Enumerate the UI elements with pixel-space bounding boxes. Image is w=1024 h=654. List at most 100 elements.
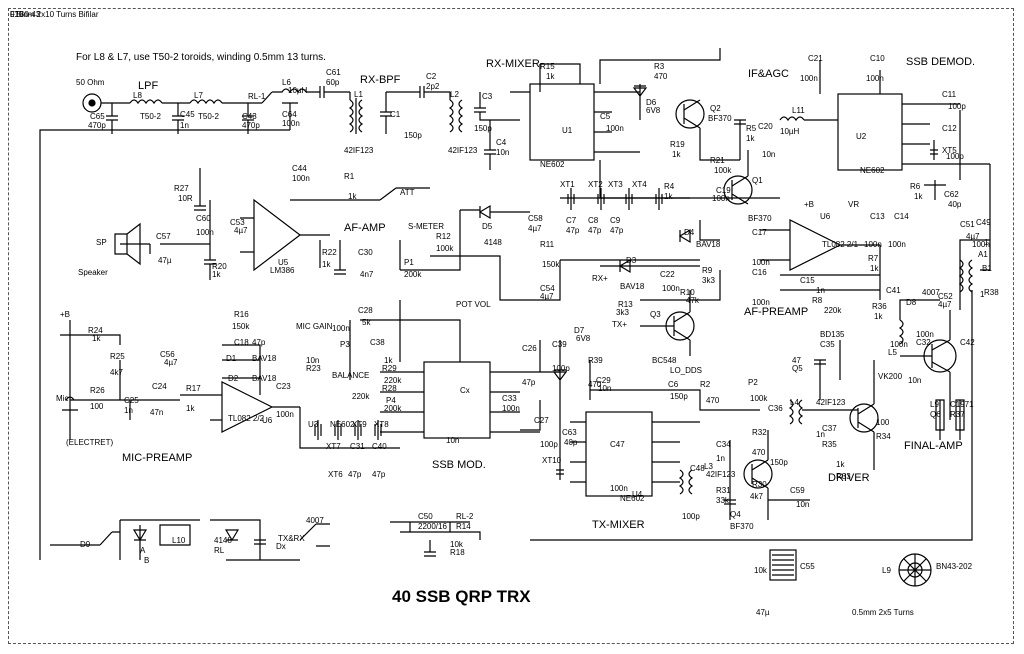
component-label: R18 (450, 548, 465, 557)
component-label: 1n (124, 406, 133, 415)
component-label: SP (96, 238, 107, 247)
component-label: 42IF123 (344, 146, 374, 155)
tx-mixer-heading: TX-MIXER (592, 519, 645, 531)
component-label: 100n (610, 484, 628, 493)
af-preamp-heading: AF-PREAMP (744, 306, 809, 318)
component-label: 470p (242, 121, 260, 130)
component-label: BF370 (708, 114, 732, 123)
component-label: 100n (292, 174, 310, 183)
component-label: T50-2 (198, 112, 219, 121)
component-label: 42IF123 (816, 398, 846, 407)
component-label: 47k (686, 296, 699, 305)
component-label: 1k (836, 460, 845, 469)
component-label: C36 (768, 404, 783, 413)
component-label: 1k (348, 192, 357, 201)
component-label: D8 (906, 298, 917, 307)
component-label: 10n (496, 148, 510, 157)
component-label: U5 (278, 258, 289, 267)
component-label: Q2 (710, 104, 721, 113)
component-label: 470 (752, 448, 766, 457)
component-label: 100k (750, 394, 768, 403)
component-label: BAV18 (620, 282, 645, 291)
component-label: 100n (866, 74, 884, 83)
component-label: C58 (528, 214, 543, 223)
component-label: 42IF123 (706, 470, 736, 479)
component-label: C18 (234, 338, 249, 347)
component-label: C31 (350, 442, 365, 451)
component-label: 1 (980, 290, 985, 299)
component-label: 10n (598, 384, 612, 393)
component-label: 100p (682, 512, 700, 521)
component-label: XT3 (608, 180, 623, 189)
component-label: 100n (502, 404, 520, 413)
antenna-label: 50 Ohm (76, 78, 105, 87)
component-label: L4 (790, 398, 799, 407)
component-label: A1 (978, 250, 988, 259)
component-label: 200k (384, 404, 402, 413)
drawing-frame (8, 8, 1014, 644)
component-label: 1k (186, 404, 195, 413)
toroid-note: For L8 & L7, use T50-2 toroids, winding … (76, 52, 326, 63)
component-label: 1k (914, 192, 923, 201)
component-label: 100p (946, 152, 964, 161)
component-label: D6 (646, 98, 657, 107)
component-label: C33 (502, 394, 517, 403)
component-label: 10µH (288, 86, 308, 95)
component-label: C14 (894, 212, 909, 221)
component-label: 33k (716, 496, 729, 505)
component-label: 4007 (306, 516, 324, 525)
component-label: XT7 (326, 442, 341, 451)
component-label: R19 (670, 140, 685, 149)
component-label: XT10 (542, 456, 562, 465)
component-label: C3 (482, 92, 493, 101)
rx-mixer-heading: RX-MIXER (486, 58, 540, 70)
component-label: XT9 (352, 420, 367, 429)
component-label: 150p (474, 124, 492, 133)
component-label: XT1 (560, 180, 575, 189)
component-label: C22 (660, 270, 675, 279)
lo-dds-label: LO_DDS (670, 366, 703, 375)
component-label: 1k (672, 150, 681, 159)
component-label: C11 (942, 90, 957, 99)
component-label: 0.5mm 2x5 Turns (852, 608, 914, 617)
component-label: 1 (984, 238, 989, 247)
component-label: 470p (88, 121, 106, 130)
component-label: +B (804, 200, 815, 209)
component-label: R8 (812, 296, 823, 305)
component-label: R33 (836, 472, 851, 481)
component-label: 150k (542, 260, 560, 269)
component-label: BF370 (730, 522, 754, 531)
component-label: TX+ (612, 320, 627, 329)
component-label: BC548 (652, 356, 677, 365)
component-label: TL082 2/1 (822, 240, 859, 249)
component-label: XT8 (374, 420, 389, 429)
component-label: +B (60, 310, 71, 319)
component-label: C8 (588, 216, 599, 225)
component-label: C48 (690, 464, 705, 473)
component-label: 100n (662, 284, 680, 293)
component-label: 100n (888, 240, 906, 249)
component-label: R5 (746, 124, 757, 133)
component-label: R10 (680, 288, 695, 297)
component-label: C26 (522, 344, 537, 353)
component-label: C24 (152, 382, 167, 391)
component-label: L1 (354, 90, 363, 99)
final-amp-heading: FINAL-AMP (904, 440, 963, 452)
component-label: L6 (282, 78, 291, 87)
component-label: 4k7 (110, 368, 123, 377)
component-label: R3 (654, 62, 665, 71)
component-label: 47p (522, 378, 536, 387)
component-label: C63 (562, 428, 577, 437)
component-label: 47p (610, 226, 624, 235)
component-label: 470 (588, 380, 602, 389)
component-label: C1 (390, 110, 401, 119)
component-label: 1k (546, 72, 555, 81)
component-label: XT2 (588, 180, 603, 189)
component-label: 47p (372, 470, 386, 479)
component-label: 1k (746, 134, 755, 143)
component-label: C56 (160, 350, 175, 359)
component-label: C5 (600, 112, 611, 121)
component-label: 220k (384, 376, 402, 385)
ssb-mod-heading: SSB MOD. (432, 459, 486, 471)
component-label: 100n (916, 330, 934, 339)
